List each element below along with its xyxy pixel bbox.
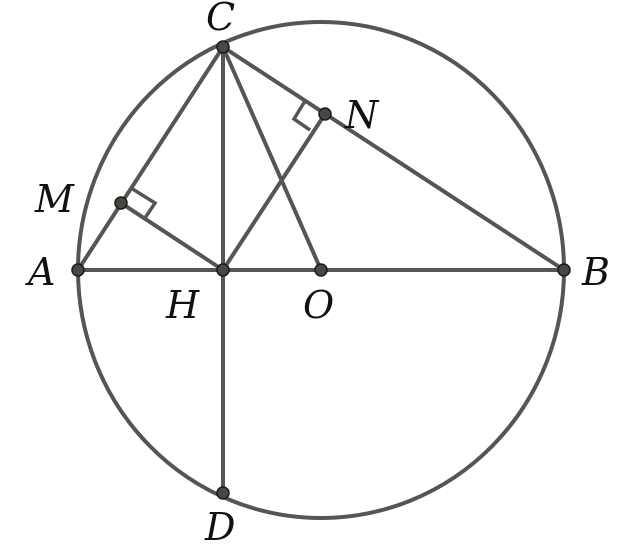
label-d: D	[204, 505, 235, 549]
point-a	[71, 263, 85, 277]
segment-hm	[119, 201, 225, 272]
label-m: M	[34, 177, 75, 221]
point-d	[216, 486, 230, 500]
right-angle-mark-m	[130, 186, 158, 219]
label-b: B	[581, 250, 610, 294]
label-h: H	[165, 283, 200, 327]
segment-co	[221, 45, 323, 272]
label-n: N	[344, 93, 380, 137]
segment-ac	[76, 45, 225, 272]
segment-cb	[221, 45, 566, 272]
point-m	[114, 196, 128, 210]
point-h	[216, 263, 230, 277]
label-a: A	[25, 250, 55, 294]
point-n	[318, 107, 332, 121]
label-o: O	[303, 283, 334, 327]
right-angle-mark-n	[291, 100, 311, 132]
point-c	[216, 40, 230, 54]
point-o	[314, 263, 328, 277]
segment-hn	[221, 112, 327, 272]
label-c: C	[206, 0, 235, 39]
point-b	[557, 263, 571, 277]
